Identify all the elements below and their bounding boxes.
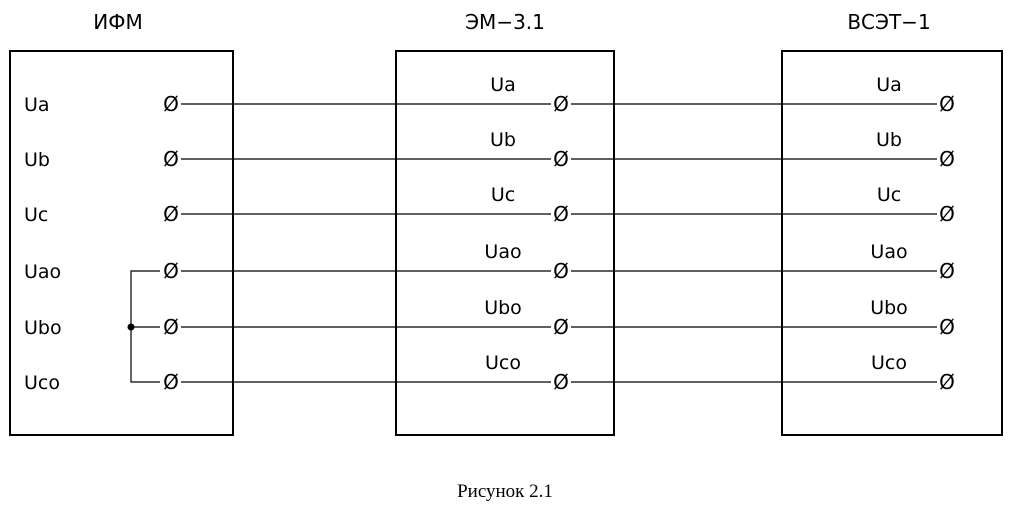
em31-terminal-4: Ø — [553, 259, 569, 283]
em31-label-uao: Uao — [484, 241, 521, 263]
ifm-label-ub: Ub — [24, 149, 50, 171]
vset1-label-ua: Ua — [876, 74, 902, 96]
ifm-label-ubo: Ubo — [24, 317, 62, 339]
ifm-neutral-bus — [130, 270, 160, 383]
wires-group — [181, 103, 937, 383]
em31-label-ub: Ub — [490, 129, 516, 151]
figure-caption: Рисунок 2.1 — [457, 481, 553, 502]
ifm-terminal-3: Ø — [163, 202, 179, 226]
ifm-label-uao: Uao — [24, 261, 61, 283]
em31-label-ua: Ua — [490, 74, 516, 96]
ifm-label-uc: Uc — [24, 204, 48, 226]
terminals-group: Ø Ø Ø Ø Ø Ø Ø Ø Ø Ø Ø Ø Ø Ø Ø Ø Ø Ø — [163, 92, 955, 394]
em31-title: ЭМ−3.1 — [465, 10, 545, 34]
vset1-label-uao: Uao — [870, 241, 907, 263]
vset1-terminal-5: Ø — [939, 315, 955, 339]
em31-label-ubo: Ubo — [484, 297, 522, 319]
em31-terminal-3: Ø — [553, 202, 569, 226]
vset1-title: ВСЭТ−1 — [847, 10, 930, 34]
ifm-terminal-5: Ø — [163, 315, 179, 339]
vset1-block — [781, 50, 1003, 436]
ifm-terminal-4: Ø — [163, 259, 179, 283]
vset1-label-ub: Ub — [876, 129, 902, 151]
em31-label-uco: Uco — [485, 352, 521, 374]
ifm-terminal-1: Ø — [163, 92, 179, 116]
em31-terminal-6: Ø — [553, 370, 569, 394]
em31-terminal-1: Ø — [553, 92, 569, 116]
ifm-terminal-2: Ø — [163, 147, 179, 171]
em31-terminal-5: Ø — [553, 315, 569, 339]
vset1-terminal-6: Ø — [939, 370, 955, 394]
em31-terminal-2: Ø — [553, 147, 569, 171]
ifm-title: ИФМ — [93, 10, 142, 34]
vset1-label-uc: Uc — [877, 184, 901, 206]
ifm-label-uco: Uco — [24, 372, 60, 394]
em31-label-uc: Uc — [491, 184, 515, 206]
vset1-terminal-2: Ø — [939, 147, 955, 171]
vset1-terminal-4: Ø — [939, 259, 955, 283]
ifm-label-ua: Ua — [24, 94, 50, 116]
ifm-block — [9, 50, 234, 436]
vset1-terminal-3: Ø — [939, 202, 955, 226]
vset1-label-ubo: Ubo — [870, 297, 908, 319]
vset1-terminal-1: Ø — [939, 92, 955, 116]
em31-block — [395, 50, 615, 436]
vset1-label-uco: Uco — [871, 352, 907, 374]
ifm-junction-dot — [127, 323, 135, 331]
ifm-terminal-6: Ø — [163, 370, 179, 394]
